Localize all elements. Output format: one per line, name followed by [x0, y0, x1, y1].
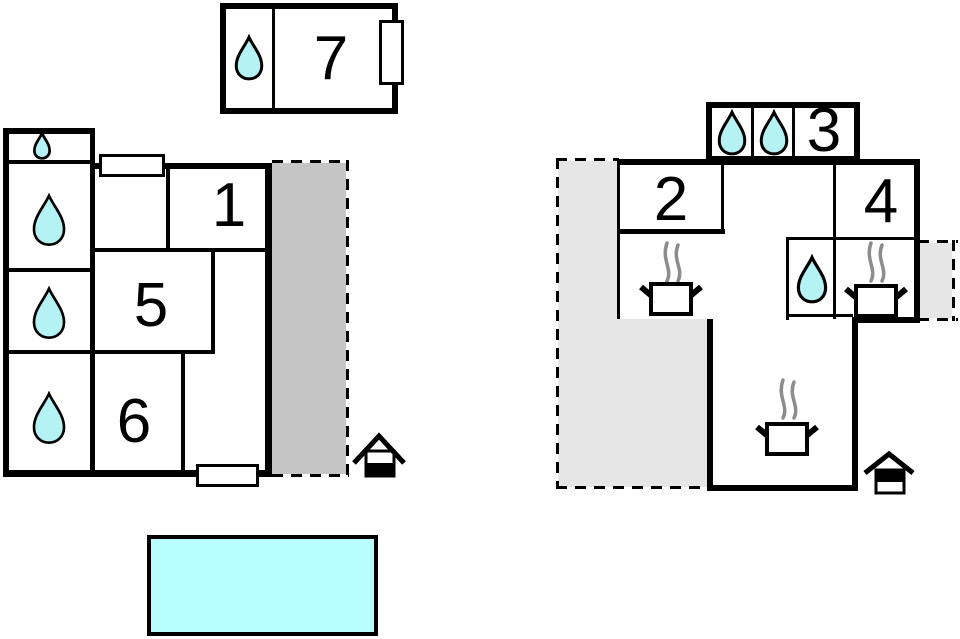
wall [166, 166, 170, 252]
water-drop-icon [32, 286, 66, 339]
door [99, 154, 165, 177]
wall [3, 268, 93, 272]
terrace [558, 319, 707, 487]
water-drop-icon [234, 33, 264, 81]
room-7-label: 7 [313, 24, 349, 93]
wall [852, 317, 920, 323]
steam-icon [779, 378, 798, 420]
steam-icon [867, 241, 886, 283]
wall [181, 352, 185, 474]
terrace-boundary [272, 160, 349, 163]
room-6-label: 6 [116, 387, 152, 456]
cooking-pot-icon [639, 282, 703, 316]
terrace-boundary [556, 486, 710, 489]
terrace [558, 161, 617, 321]
terrace-boundary [556, 158, 559, 489]
door [196, 464, 259, 487]
room-4-label: 4 [863, 167, 899, 236]
water-drop-icon [32, 391, 66, 444]
wall [3, 470, 272, 477]
wall [852, 319, 858, 491]
wall [90, 128, 95, 477]
room-3-label: 3 [806, 96, 842, 165]
steam-icon [663, 241, 682, 283]
wall [786, 237, 789, 320]
water-drop-icon [33, 130, 51, 160]
terrace [272, 163, 346, 474]
wall [93, 248, 272, 252]
terrace-boundary [952, 240, 955, 321]
wall [707, 319, 713, 491]
terrace [920, 243, 952, 318]
wall [3, 350, 215, 354]
wall [788, 237, 917, 240]
house-ground-floor-icon [352, 432, 406, 478]
cooking-pot-icon [844, 284, 908, 318]
terrace-boundary [918, 318, 958, 321]
room-2-label: 2 [653, 165, 689, 234]
wall [721, 165, 724, 233]
wall [211, 250, 215, 354]
wall [91, 163, 272, 169]
terrace-boundary [918, 240, 958, 243]
water-drop-icon [796, 253, 828, 304]
terrace-boundary [272, 474, 349, 477]
wall [3, 128, 95, 134]
wall [617, 229, 725, 234]
wall [272, 9, 275, 108]
wall [751, 108, 754, 156]
room-5-label: 5 [133, 271, 169, 340]
wall [786, 314, 853, 317]
wall [3, 160, 93, 164]
water-drop-icon [759, 108, 789, 156]
pool [147, 535, 378, 636]
terrace-boundary [346, 160, 349, 478]
room-1-label: 1 [211, 171, 247, 240]
water-drop-icon [32, 193, 66, 246]
house-upper-floor-icon [863, 450, 915, 495]
wall [3, 128, 9, 477]
water-drop-icon [717, 108, 747, 156]
wall [265, 163, 272, 477]
wall [707, 485, 858, 491]
wall [614, 159, 620, 325]
cooking-pot-icon [755, 422, 819, 456]
wall [914, 159, 920, 323]
terrace-boundary [556, 158, 619, 161]
wall [833, 165, 836, 319]
wall [614, 159, 920, 165]
window [379, 20, 404, 85]
wall [792, 108, 795, 156]
